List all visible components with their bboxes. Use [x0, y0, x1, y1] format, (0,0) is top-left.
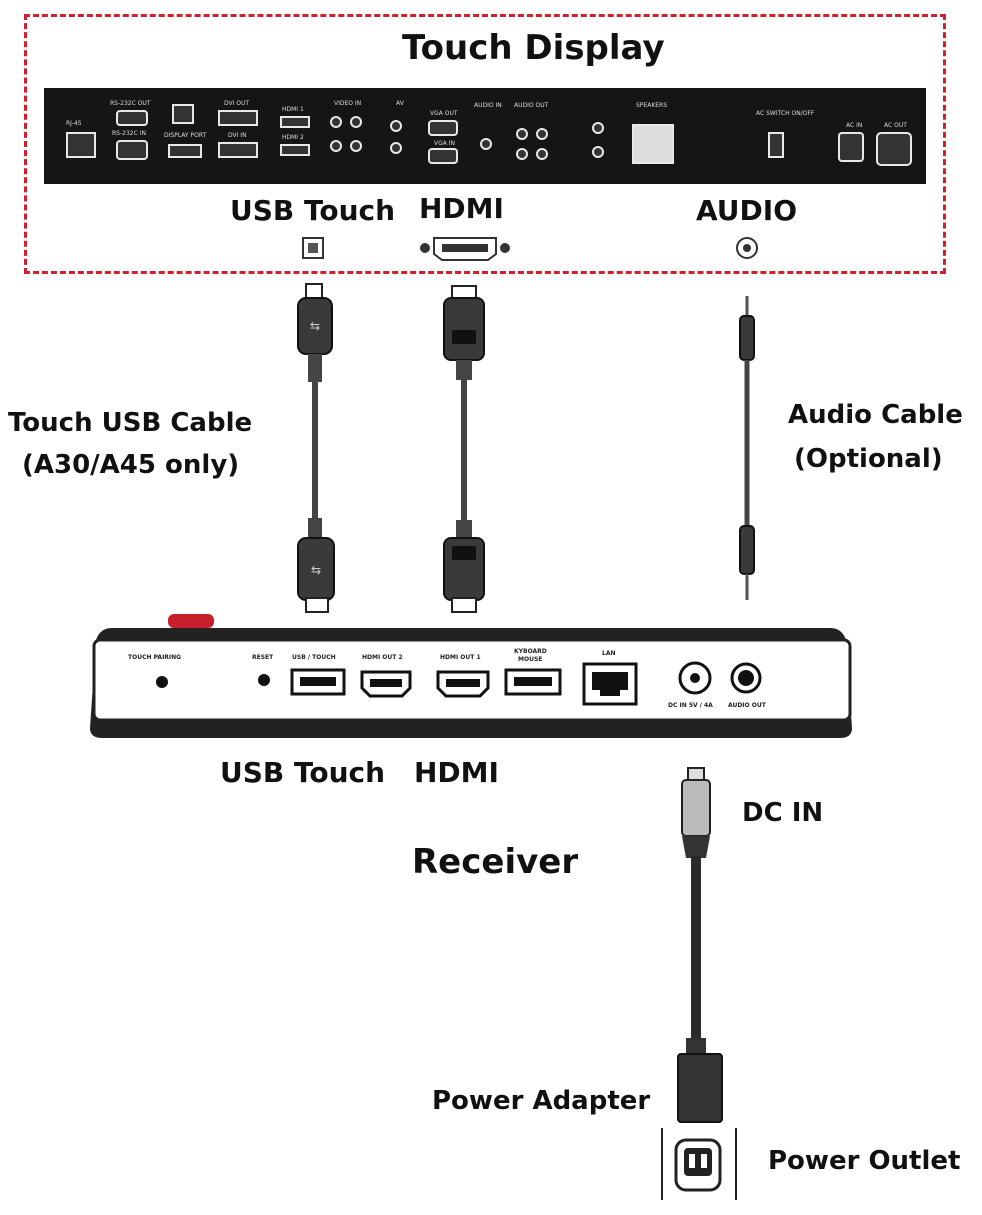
- receiver-panel-label-hdmi-out-1: HDMI OUT 1: [440, 654, 481, 661]
- hdmi-1-port: [280, 116, 310, 128]
- speaker-terminals: [632, 124, 674, 164]
- receiver-panel-label-hdmi-out-2: HDMI OUT 2: [362, 654, 403, 661]
- display-hdmi-label: HDMI: [419, 192, 504, 225]
- receiver-panel-label-mouse: MOUSE: [518, 656, 543, 663]
- usb-b-port: [172, 104, 194, 124]
- panel-label-speakers: SPEAKERS: [636, 102, 668, 109]
- display-audio-in-jack: [480, 138, 492, 150]
- av-port-1: [390, 120, 402, 132]
- panel-label-dvi-in: DVI IN: [228, 132, 247, 139]
- panel-label-vga-in: VGA IN: [434, 140, 456, 147]
- receiver-usb-touch-label: USB Touch: [220, 756, 386, 789]
- panel-label-display-port: DISPLAY PORT: [164, 132, 207, 139]
- receiver-panel-label-audio-out: AUDIO OUT: [728, 702, 766, 709]
- display-usb-touch-label: USB Touch: [230, 194, 396, 227]
- svg-text:⇆: ⇆: [311, 563, 321, 577]
- audio-out-4: [536, 148, 548, 160]
- touch-display-rear-panel: RJ-45 RS-232C OUT RS-232C IN DISPLAY POR…: [44, 88, 926, 184]
- panel-label-audio-in: AUDIO IN: [474, 102, 502, 109]
- panel-label-rs232-in: RS-232C IN: [112, 130, 146, 137]
- panel-label-av: AV: [396, 100, 404, 107]
- reset-button: [258, 674, 270, 686]
- dvi-in-port: [218, 142, 258, 158]
- audio-out-3: [516, 148, 528, 160]
- power-outlet: [661, 1128, 737, 1200]
- display-audio-label: AUDIO: [696, 194, 798, 227]
- power-outlet-label: Power Outlet: [768, 1146, 961, 1176]
- display-usb-b-icon: [302, 237, 324, 259]
- rs232-out-port: [116, 110, 148, 126]
- vga-in-port: [428, 148, 458, 164]
- audio-out-2: [536, 128, 548, 140]
- touch-pairing-button: [156, 676, 168, 688]
- video-in-y: [330, 116, 342, 128]
- panel-label-ac-switch: AC SWITCH ON/OFF: [756, 110, 815, 117]
- hdmi-2-port: [280, 144, 310, 156]
- touch-display-outline: [24, 14, 946, 274]
- panel-label-rs232-out: RS-232C OUT: [110, 100, 151, 107]
- panel-label-audio-out: AUDIO OUT: [514, 102, 549, 109]
- rca-out-2: [592, 146, 604, 158]
- dvi-out-port: [218, 110, 258, 126]
- video-in-svideo: [350, 140, 362, 152]
- display-audio-jack-icon: [736, 237, 758, 259]
- panel-label-hdmi-2: HDMI 2: [282, 134, 304, 141]
- ac-switch: [768, 132, 784, 158]
- power-adapter: [677, 1053, 723, 1123]
- receiver-panel-label-lan: LAN: [602, 650, 616, 657]
- ac-in-port: [838, 132, 864, 162]
- receiver-panel-label-usb-touch: USB / TOUCH: [292, 654, 336, 661]
- dc-in-label: DC IN: [742, 798, 824, 828]
- rs232-in-port: [116, 140, 148, 160]
- receiver-panel-label-dc-in: DC IN 5V / 4A: [668, 702, 713, 709]
- audio-out-1: [516, 128, 528, 140]
- video-in-pb: [350, 116, 362, 128]
- rj45-port: [66, 132, 96, 158]
- audio-cable-label-line1: Audio Cable: [788, 400, 963, 430]
- av-port-2: [390, 142, 402, 154]
- dc-power-cable: [681, 767, 711, 1056]
- audio-cable-label-line2: (Optional): [794, 444, 943, 474]
- display-port: [168, 144, 202, 158]
- panel-label-dvi-out: DVI OUT: [224, 100, 250, 107]
- panel-label-ac-in: AC IN: [846, 122, 863, 129]
- touch-usb-cable: ⇆ ⇆: [297, 283, 335, 613]
- ac-out-port: [876, 132, 912, 166]
- receiver-panel-label-touch-pairing: TOUCH PAIRING: [128, 654, 182, 661]
- receiver-hdmi-label: HDMI: [414, 756, 499, 789]
- panel-label-video-in: VIDEO IN: [334, 100, 362, 107]
- receiver-title: Receiver: [412, 842, 579, 882]
- receiver-panel-label-reset: RESET: [252, 654, 274, 661]
- receiver-panel-label-keyboard: KYBOARD: [514, 648, 547, 655]
- touch-display-title: Touch Display: [402, 28, 665, 68]
- audio-cable: [739, 296, 755, 600]
- power-adapter-label: Power Adapter: [432, 1086, 651, 1116]
- touch-usb-cable-label-line1: Touch USB Cable: [8, 408, 253, 438]
- display-hdmi-icon: [420, 237, 510, 261]
- video-in-pr: [330, 140, 342, 152]
- vga-out-port: [428, 120, 458, 136]
- svg-text:⇆: ⇆: [310, 319, 320, 333]
- rca-out-1: [592, 122, 604, 134]
- panel-label-rj45: RJ-45: [66, 120, 82, 127]
- panel-label-hdmi-1: HDMI 1: [282, 106, 304, 113]
- panel-label-ac-out: AC OUT: [884, 122, 907, 129]
- hdmi-cable: [443, 285, 485, 613]
- panel-label-vga-out: VGA OUT: [430, 110, 458, 117]
- touch-usb-cable-label-line2: (A30/A45 only): [22, 450, 240, 480]
